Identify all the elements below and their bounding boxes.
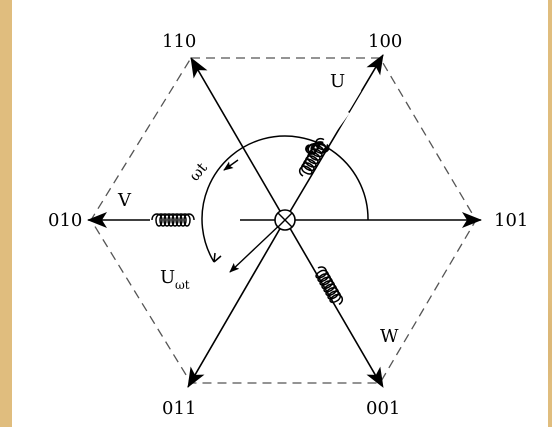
vertex-label-101: 101: [494, 210, 528, 231]
vertex-label-010: 010: [48, 210, 82, 231]
center-node: [274, 209, 296, 231]
coil-label-u: U: [330, 71, 345, 92]
omega-t-arrow: [223, 159, 239, 171]
coil-v: [150, 213, 240, 227]
angle-label-omega-t: ωt: [185, 159, 211, 185]
axis-100: [284, 54, 384, 221]
angle-arc: [201, 135, 369, 263]
coil-label-v: V: [117, 190, 132, 211]
vertex-label-100: 100: [368, 31, 402, 52]
vector-label-subscript: ωt: [175, 278, 190, 292]
coil-w: [313, 261, 362, 341]
vertex-label-110: 110: [162, 31, 196, 52]
vertex-label-011: 011: [162, 398, 196, 419]
coil-label-w: W: [380, 326, 399, 347]
vector-label-u: U: [160, 267, 175, 288]
vertex-label-001: 001: [366, 398, 400, 419]
axis-011: [187, 219, 286, 388]
vector-u-omega-t: [229, 219, 286, 273]
angle-arc-arrow: [213, 252, 222, 263]
